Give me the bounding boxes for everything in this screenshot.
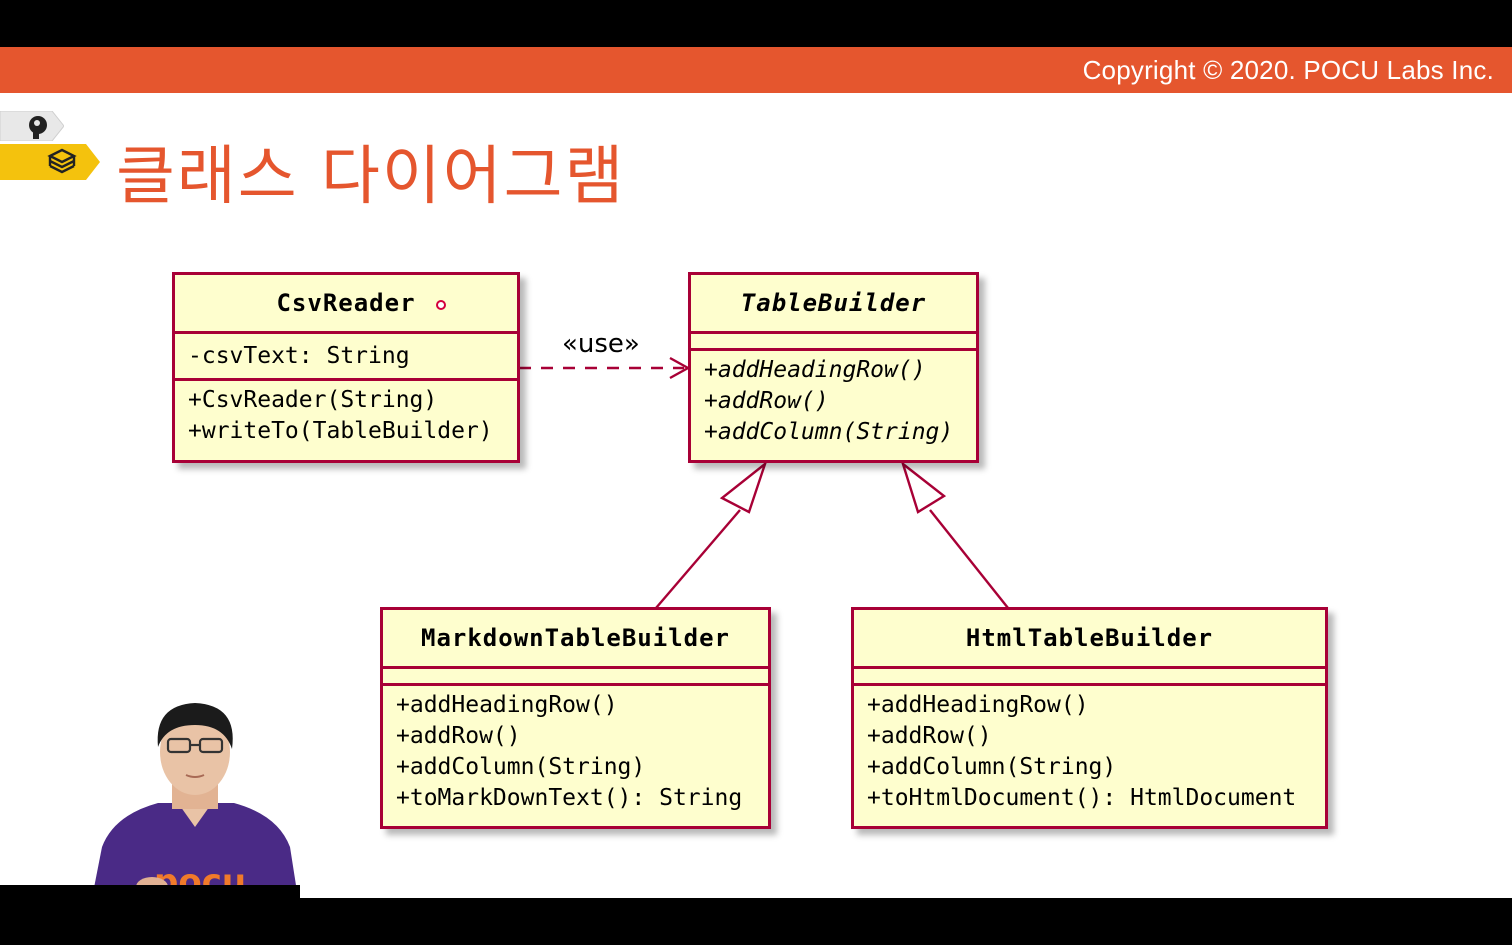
cursor-dot: [436, 300, 446, 310]
books-icon[interactable]: [0, 144, 100, 180]
class-name: CsvReader: [175, 275, 517, 334]
method-row: +addColumn(String): [704, 419, 954, 445]
method-row: +addColumn(String): [867, 754, 1117, 780]
class-markdowntablebuilder: MarkdownTableBuilder +addHeadingRow() +a…: [380, 607, 771, 829]
method-row: +toMarkDownText(): String: [396, 785, 743, 811]
method-row: +CsvReader(String): [188, 387, 438, 413]
class-tablebuilder: TableBuilder +addHeadingRow() +addRow() …: [688, 272, 979, 463]
attribute-section: [854, 669, 1325, 686]
class-name: MarkdownTableBuilder: [383, 610, 768, 669]
header-bar: Copyright © 2020. POCU Labs Inc.: [0, 47, 1512, 93]
method-row: +addRow(): [704, 388, 829, 414]
attribute-section: [383, 669, 768, 686]
method-row: +addColumn(String): [396, 754, 646, 780]
method-row: +addHeadingRow(): [704, 357, 926, 383]
attribute-section: [691, 334, 976, 351]
copyright-text: Copyright © 2020. POCU Labs Inc.: [1082, 55, 1494, 85]
method-section: +CsvReader(String) +writeTo(TableBuilder…: [175, 381, 517, 447]
generalization-arrowhead-html: [900, 460, 947, 514]
use-stereotype-label: «use»: [562, 329, 640, 359]
relationship-lines: [519, 356, 1009, 609]
class-name: HtmlTableBuilder: [854, 610, 1325, 669]
method-section: +addHeadingRow() +addRow() +addColumn(St…: [854, 686, 1325, 814]
head-gear-icon[interactable]: [0, 111, 64, 141]
attribute-section: -csvText: String: [175, 334, 517, 381]
method-row: +addRow(): [867, 723, 992, 749]
attribute-row: -csvText: String: [188, 343, 410, 369]
generalization-arrowhead-markdown: [719, 460, 768, 514]
class-name: TableBuilder: [691, 275, 976, 334]
presenter-video: pocu: [92, 703, 298, 898]
method-section: +addHeadingRow() +addRow() +addColumn(St…: [691, 351, 976, 448]
class-csvreader: CsvReader -csvText: String +CsvReader(St…: [172, 272, 520, 463]
method-row: +addRow(): [396, 723, 521, 749]
method-row: +toHtmlDocument(): HtmlDocument: [867, 785, 1297, 811]
generalization-line-markdown: [655, 509, 741, 609]
slide: Copyright © 2020. POCU Labs Inc. 클래스 다이어…: [0, 47, 1512, 898]
method-section: +addHeadingRow() +addRow() +addColumn(St…: [383, 686, 768, 814]
presenter-bottom-bar: [0, 885, 300, 898]
generalization-line-html: [929, 509, 1009, 609]
method-row: +writeTo(TableBuilder): [188, 418, 493, 444]
method-row: +addHeadingRow(): [396, 692, 618, 718]
class-htmltablebuilder: HtmlTableBuilder +addHeadingRow() +addRo…: [851, 607, 1328, 829]
page-title: 클래스 다이어그램: [116, 140, 626, 214]
method-row: +addHeadingRow(): [867, 692, 1089, 718]
